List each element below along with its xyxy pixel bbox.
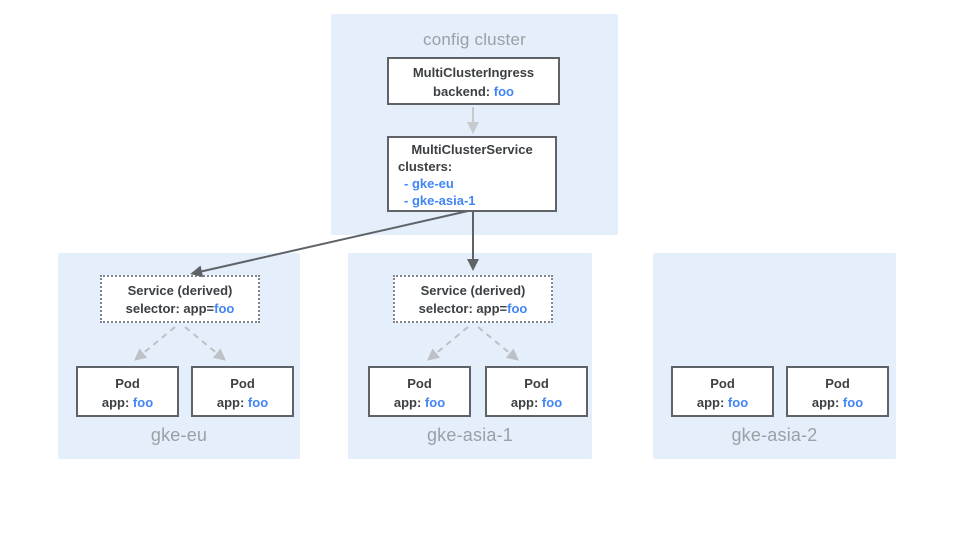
mci-backend-value: foo	[493, 84, 514, 99]
pod-app-value: foo	[727, 395, 749, 410]
pod-app-line: app: foo	[78, 393, 177, 412]
pod-box-gke-eu-1: Pod app: foo	[76, 366, 179, 417]
cluster-panel-gke-asia-2: gke-asia-2	[653, 253, 896, 459]
multiclusterservice-box: MultiClusterService clusters: - gke-eu -…	[387, 136, 557, 212]
pod-title: Pod	[230, 376, 255, 391]
pod-app-label: app:	[696, 395, 728, 410]
pod-app-label: app:	[811, 395, 843, 410]
pod-app-line: app: foo	[370, 393, 469, 412]
mcs-cluster-ref-gke-asia-1: - gke-asia-1	[404, 193, 476, 208]
pod-box-gke-asia-1-2: Pod app: foo	[485, 366, 588, 417]
pod-box-gke-asia-2-2: Pod app: foo	[786, 366, 889, 417]
pod-app-label: app:	[393, 395, 425, 410]
service-selector-label: selector: app=	[418, 301, 508, 316]
cluster-label-gke-asia-2: gke-asia-2	[731, 425, 818, 445]
pod-app-label: app:	[101, 395, 133, 410]
pod-app-line: app: foo	[193, 393, 292, 412]
service-selector-value: foo	[214, 301, 235, 316]
pod-box-gke-eu-2: Pod app: foo	[191, 366, 294, 417]
service-derived-box-gke-asia-1: Service (derived) selector: app=foo	[393, 275, 553, 323]
service-selector-value: foo	[507, 301, 528, 316]
pod-app-value: foo	[424, 395, 446, 410]
pod-app-value: foo	[247, 395, 269, 410]
pod-app-label: app:	[216, 395, 248, 410]
mci-backend-line: backend: foo	[389, 82, 558, 101]
mcs-clusters-label: clusters:	[398, 159, 453, 174]
pod-app-label: app:	[510, 395, 542, 410]
mcs-title: MultiClusterService	[411, 142, 533, 157]
pod-title: Pod	[524, 376, 549, 391]
service-selector-line: selector: app=foo	[102, 300, 258, 318]
pod-app-line: app: foo	[487, 393, 586, 412]
pod-app-value: foo	[842, 395, 864, 410]
pod-app-line: app: foo	[788, 393, 887, 412]
service-derived-box-gke-eu: Service (derived) selector: app=foo	[100, 275, 260, 323]
cluster-label-gke-asia-1: gke-asia-1	[426, 425, 514, 445]
mci-backend-label: backend:	[433, 84, 494, 99]
pod-title: Pod	[115, 376, 140, 391]
service-selector-label: selector: app=	[125, 301, 215, 316]
pod-title: Pod	[710, 376, 735, 391]
service-title: Service (derived)	[127, 283, 233, 298]
mci-title: MultiClusterIngress	[412, 65, 535, 80]
pod-box-gke-asia-2-1: Pod app: foo	[671, 366, 774, 417]
service-selector-line: selector: app=foo	[395, 300, 551, 318]
mcs-cluster-ref-gke-eu: - gke-eu	[404, 176, 454, 191]
pod-box-gke-asia-1-1: Pod app: foo	[368, 366, 471, 417]
pod-title: Pod	[407, 376, 432, 391]
multiclusteringress-box: MultiClusterIngress backend: foo	[387, 57, 560, 105]
pod-app-line: app: foo	[673, 393, 772, 412]
pod-title: Pod	[825, 376, 850, 391]
config-cluster-label: config cluster	[423, 30, 526, 49]
pod-app-value: foo	[541, 395, 563, 410]
service-title: Service (derived)	[420, 283, 526, 298]
cluster-label-gke-eu: gke-eu	[150, 425, 208, 445]
pod-app-value: foo	[132, 395, 154, 410]
